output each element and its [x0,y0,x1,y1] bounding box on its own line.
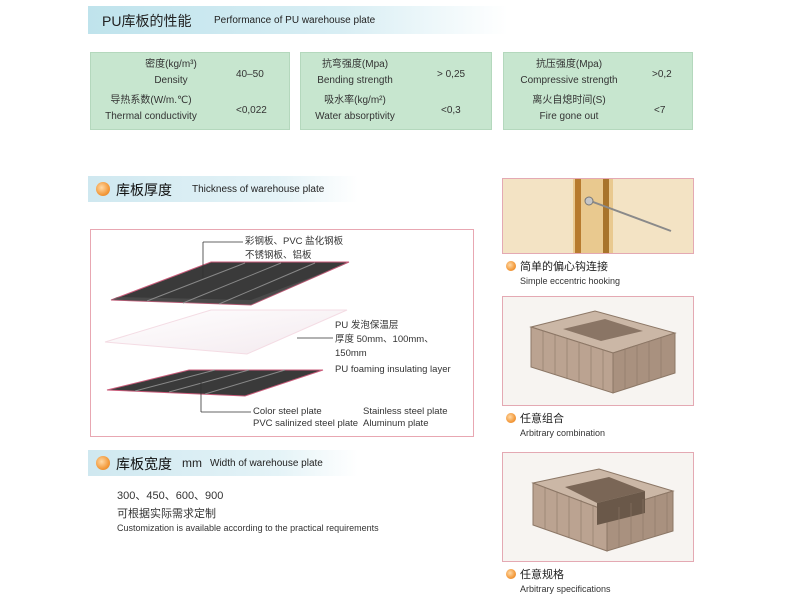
thermal-conductivity-label-cn: 导热系数(W/m.℃) [110,95,192,106]
photo3-caption-en: Arbitrary specifications [520,584,611,594]
thickness-title-cn: 库板厚度 [116,182,172,198]
compressive-strength-value: >0,2 [652,69,672,80]
thermal-conductivity-value: <0,022 [236,105,267,116]
arbitrary-specifications-illustration [503,453,693,561]
arbitrary-combination-illustration [503,297,693,405]
fire-gone-out-label-en: Fire gone out [539,111,599,122]
photo2-caption-cn: 任意组合 [520,413,564,425]
foam-label-line1: PU 发泡保温层 [335,320,399,331]
foam-label-line3: 150mm [335,348,367,359]
water-absorptivity-value: <0,3 [441,105,461,116]
photo3-caption-cn: 任意规格 [520,569,564,581]
compressive-strength-label-cn: 抗压强度(Mpa) [535,59,603,70]
panel-layers-illustration [104,241,350,413]
property-box-2: 抗弯强度(Mpa) Bending strength > 0,25 吸水率(kg… [300,52,492,130]
density-value: 40–50 [236,69,264,80]
compressive-strength-label-en: Compressive strength [520,75,618,86]
width-note-en: Customization is available according to … [117,523,379,533]
performance-title-en: Performance of PU warehouse plate [214,15,376,26]
foam-layer [104,309,348,355]
aluminum-plate-label: Aluminum plate [363,418,429,429]
density-label-cn: 密度(kg/m³) [145,59,197,70]
thickness-section-header: 库板厚度 Thickness of warehouse plate [88,176,358,202]
width-bullet-icon [96,456,110,470]
photo1-caption-cn: 简单的偏心钩连接 [520,261,608,273]
fire-gone-out-value: <7 [654,105,666,116]
width-title-en: Width of warehouse plate [210,458,323,469]
property-box-1: 密度(kg/m³) Density 40–50 导热系数(W/m.℃) Ther… [90,52,290,130]
top-plate-label-line1: 彩钢板、PVC 盐化钢板 [245,236,344,247]
bending-strength-label-en: Bending strength [317,75,393,86]
water-absorptivity-label-cn: 吸水率(kg/m²) [324,95,386,106]
photo3-bullet-icon [506,569,516,579]
bending-strength-value: > 0,25 [437,69,466,80]
thermal-conductivity-label-en: Thermal conductivity [105,111,197,122]
width-title-unit: mm [182,456,202,470]
photo2-caption-en: Arbitrary combination [520,428,606,438]
thickness-bullet-icon [96,182,110,196]
arbitrary-combination-photo [502,296,694,406]
eccentric-hook-illustration [503,179,693,253]
color-steel-plate-label: Color steel plate [253,406,322,417]
photo1-bullet-icon [506,261,516,271]
pvc-salinized-label: PVC salinized steel plate [253,418,359,429]
width-title-cn: 库板宽度 [116,456,172,472]
width-section-header: 库板宽度 mm Width of warehouse plate [88,450,358,476]
photo2-bullet-icon [506,413,516,423]
water-absorptivity-label-en: Water absorptivity [315,111,395,122]
performance-title-band: PU库板的性能 Performance of PU warehouse plat… [88,6,508,34]
top-plate-label-line2: 不锈钢板、铝板 [245,250,312,261]
property-box-3: 抗压强度(Mpa) Compressive strength >0,2 离火自熄… [503,52,693,130]
performance-title-cn: PU库板的性能 [102,13,192,29]
density-label-en: Density [154,75,188,86]
eccentric-hook-photo [502,178,694,254]
thickness-title-en: Thickness of warehouse plate [192,184,325,195]
panel-layers-diagram: 彩钢板、PVC 盐化钢板 不锈钢板、铝板 PU 发泡保温层 厚度 50mm、10… [90,229,474,437]
bottom-steel-plate [106,369,324,397]
stainless-steel-label: Stainless steel plate [363,406,448,417]
width-values: 300、450、600、900 [117,490,224,502]
photo1-caption-en: Simple eccentric hooking [520,276,621,286]
width-note-cn: 可根据实际需求定制 [117,508,216,520]
bending-strength-label-cn: 抗弯强度(Mpa) [321,59,389,70]
foam-label-line2: 厚度 50mm、100mm、 [335,334,434,345]
foam-label-en: PU foaming insulating layer [335,364,451,375]
fire-gone-out-label-cn: 离火自熄时间(S) [532,95,606,106]
arbitrary-specifications-photo [502,452,694,562]
